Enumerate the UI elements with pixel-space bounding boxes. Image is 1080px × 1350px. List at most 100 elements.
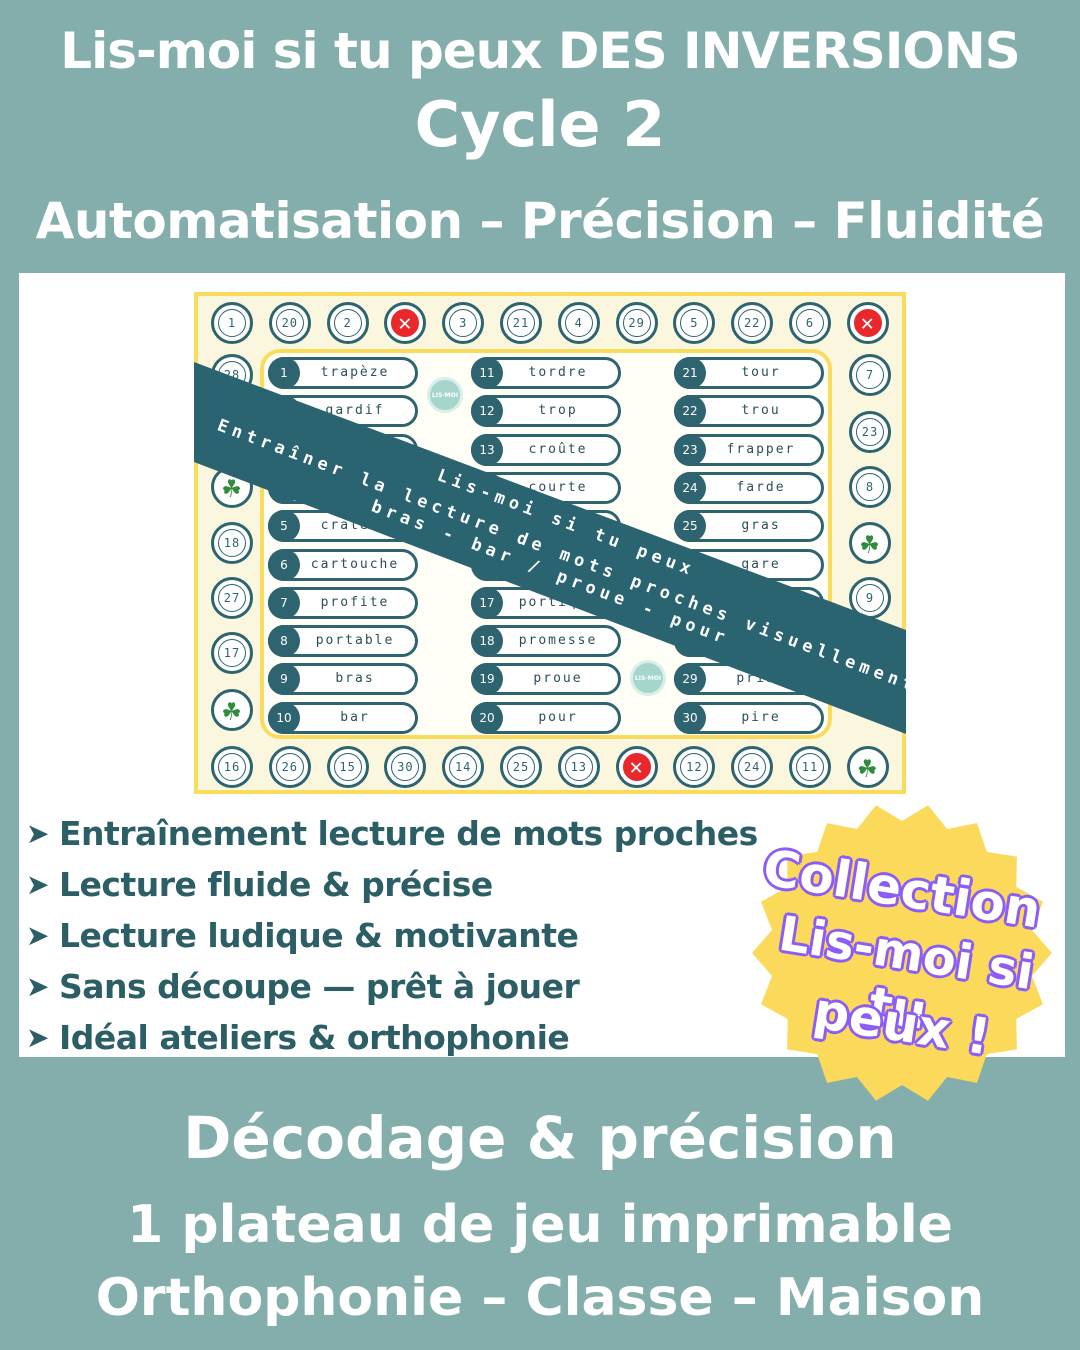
word-card: 12 trop xyxy=(471,395,621,428)
board-space: 7 xyxy=(849,354,891,396)
word-number: 10 xyxy=(268,701,300,734)
board-space: 5 xyxy=(673,302,716,344)
word-number: 25 xyxy=(674,510,706,543)
word-text: gras xyxy=(741,518,781,534)
cross-icon: ✕ xyxy=(384,302,427,344)
arrow-icon: ➤ xyxy=(26,868,49,901)
word-number: 8 xyxy=(268,625,300,658)
word-card: 11 tordre xyxy=(471,357,621,389)
word-number: 30 xyxy=(674,701,706,734)
tagline: Automatisation – Précision – Fluidité xyxy=(35,192,1045,250)
board-space: 18 xyxy=(211,522,253,564)
word-number: 17 xyxy=(471,586,503,619)
main-title: Lis-moi si tu peux DES INVERSIONS xyxy=(60,22,1021,80)
word-card: 20 pour xyxy=(471,701,621,734)
word-number: 11 xyxy=(471,357,503,389)
word-card: 7 profite xyxy=(268,586,418,619)
word-number: 20 xyxy=(471,701,503,734)
logo-icon: LIS-MOI xyxy=(630,660,666,696)
collection-badge xyxy=(752,805,1052,1101)
feature-item: ➤Lecture ludique & motivante xyxy=(26,916,579,955)
word-number: 6 xyxy=(268,548,300,581)
word-text: pire xyxy=(741,709,781,725)
word-number: 19 xyxy=(471,663,503,696)
board-space: 14 xyxy=(442,746,485,788)
cross-icon: ✕ xyxy=(846,302,889,344)
board-space: 12 xyxy=(673,746,716,788)
board-space: 20 xyxy=(268,302,311,344)
board-space: 23 xyxy=(849,411,891,453)
word-text: tordre xyxy=(528,365,588,380)
word-text: gardif xyxy=(325,403,385,419)
word-text: bras xyxy=(335,671,375,687)
word-number: 9 xyxy=(268,663,300,696)
board-space: 1 xyxy=(211,302,253,344)
word-card: 9 bras xyxy=(268,663,418,696)
word-text: croûte xyxy=(528,441,588,457)
feature-item: ➤Lecture fluide & précise xyxy=(26,865,493,904)
footer-line-1: Décodage & précision xyxy=(183,1104,897,1172)
word-card: 8 portable xyxy=(268,625,418,658)
board-space: 17 xyxy=(211,632,253,674)
board-space: 24 xyxy=(731,746,774,788)
board-space: 13 xyxy=(557,746,600,788)
word-card: 25 gras xyxy=(674,510,824,543)
board-space: 11 xyxy=(789,746,831,788)
board-space: 4 xyxy=(557,302,600,344)
board-space: 26 xyxy=(268,746,311,788)
clover-icon: ☘ xyxy=(849,522,891,564)
word-text: trou xyxy=(741,403,781,419)
clover-icon: ☘ xyxy=(846,746,889,788)
diagonal-banner xyxy=(194,362,906,734)
word-text: bar xyxy=(340,709,370,725)
level-title: Cycle 2 xyxy=(414,88,666,161)
footer-line-2: 1 plateau de jeu imprimable xyxy=(127,1195,953,1255)
word-number: 5 xyxy=(268,510,300,543)
word-text: gare xyxy=(741,556,781,572)
word-number: 29 xyxy=(674,663,706,696)
word-card: 10 bar xyxy=(268,701,418,734)
word-text: pour xyxy=(538,709,578,725)
word-text: courte xyxy=(528,479,588,495)
board-space: 29 xyxy=(615,302,658,344)
word-text: portable xyxy=(315,633,395,649)
board-space: 25 xyxy=(500,746,542,788)
arrow-icon: ➤ xyxy=(26,817,49,850)
word-text: trop xyxy=(538,403,578,419)
arrow-icon: ➤ xyxy=(26,1021,49,1054)
word-card: 13 croûte xyxy=(471,433,621,466)
feature-item: ➤Sans découpe — prêt à jouer xyxy=(26,967,580,1006)
cross-icon: ✕ xyxy=(615,746,658,788)
word-number: 21 xyxy=(674,357,706,389)
board-space: 30 xyxy=(384,746,427,788)
word-text: tour xyxy=(741,365,781,380)
logo-icon: LIS-MOI xyxy=(427,377,463,413)
word-number: 12 xyxy=(471,395,503,428)
board-space: 6 xyxy=(789,302,831,344)
word-text: proue xyxy=(533,671,583,687)
word-number: 7 xyxy=(268,586,300,619)
word-card: 21 tour xyxy=(674,357,824,389)
word-text: frapper xyxy=(726,441,796,457)
word-card: 18 promesse xyxy=(471,625,621,658)
word-number: 1 xyxy=(268,357,300,389)
arrow-icon: ➤ xyxy=(26,919,49,952)
board-space: 27 xyxy=(211,577,253,619)
feature-list: ➤Entraînement lecture de mots proches ➤L… xyxy=(26,808,758,1063)
clover-icon: ☘ xyxy=(211,689,253,731)
footer-line-3: Orthophonie – Classe – Maison xyxy=(95,1268,985,1328)
board-space: 16 xyxy=(211,746,253,788)
word-card: 6 cartouche xyxy=(268,548,418,581)
word-text: cartouche xyxy=(310,556,400,572)
word-text: profite xyxy=(320,594,390,610)
board-space: 8 xyxy=(849,466,891,508)
word-number: 18 xyxy=(471,625,503,658)
feature-item: ➤Entraînement lecture de mots proches xyxy=(26,814,758,853)
word-text: promesse xyxy=(518,633,598,649)
word-text: trapèze xyxy=(320,365,390,380)
board-space: 15 xyxy=(326,746,369,788)
word-number: 13 xyxy=(471,433,503,466)
